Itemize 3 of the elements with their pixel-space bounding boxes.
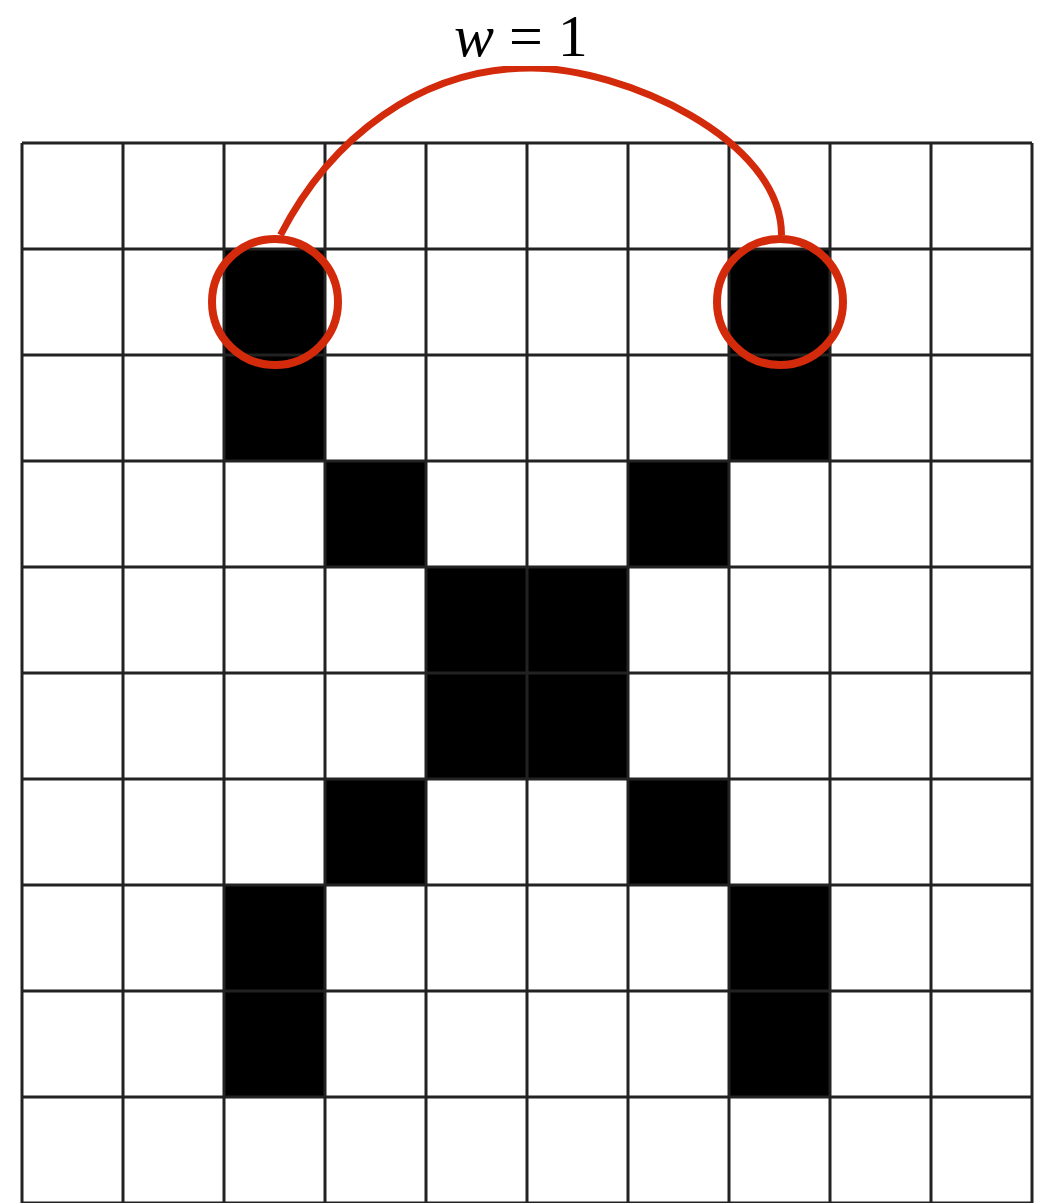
circle-marker xyxy=(207,235,342,369)
arc-connector xyxy=(277,64,785,237)
circle-marker xyxy=(712,235,847,369)
